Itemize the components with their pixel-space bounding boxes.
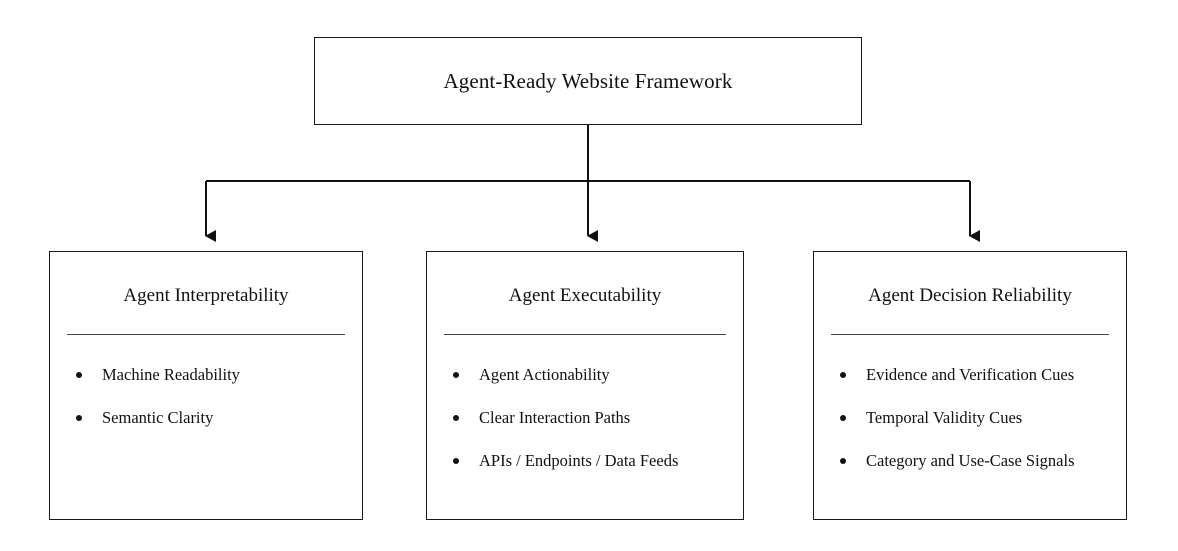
list-item: Category and Use-Case Signals bbox=[838, 451, 1118, 471]
list-item-label: Temporal Validity Cues bbox=[866, 408, 1023, 427]
list-item: Evidence and Verification Cues bbox=[838, 365, 1118, 385]
list-item-label: Semantic Clarity bbox=[102, 408, 214, 427]
bullet-icon bbox=[76, 372, 82, 378]
list-item-label: Evidence and Verification Cues bbox=[866, 365, 1075, 384]
list-item: Clear Interaction Paths bbox=[451, 408, 735, 428]
list-item-label: Clear Interaction Paths bbox=[479, 408, 631, 427]
pillar-card-decision-reliability: Agent Decision Reliability Evidence and … bbox=[813, 251, 1127, 520]
list-item-label: Machine Readability bbox=[102, 365, 240, 384]
pillar-title: Agent Decision Reliability bbox=[868, 285, 1072, 306]
pillar-item-list: Agent Actionability Clear Interaction Pa… bbox=[451, 365, 735, 494]
bullet-icon bbox=[840, 372, 846, 378]
bullet-icon bbox=[840, 458, 846, 464]
bullet-icon bbox=[453, 415, 459, 421]
root-node: Agent-Ready Website Framework bbox=[314, 37, 862, 125]
list-item: Semantic Clarity bbox=[74, 408, 354, 428]
pillar-title: Agent Interpretability bbox=[123, 285, 289, 306]
list-item: Temporal Validity Cues bbox=[838, 408, 1118, 428]
list-item: Agent Actionability bbox=[451, 365, 735, 385]
list-item-label: Agent Actionability bbox=[479, 365, 610, 384]
bullet-icon bbox=[76, 415, 82, 421]
pillar-card-executability: Agent Executability Agent Actionability … bbox=[426, 251, 744, 520]
bullet-icon bbox=[453, 458, 459, 464]
list-item: Machine Readability bbox=[74, 365, 354, 385]
list-item: APIs / Endpoints / Data Feeds bbox=[451, 451, 735, 471]
pillar-title: Agent Executability bbox=[508, 285, 662, 306]
pillar-item-list: Evidence and Verification Cues Temporal … bbox=[838, 365, 1118, 494]
pillar-divider bbox=[831, 334, 1109, 335]
list-item-label: Category and Use-Case Signals bbox=[866, 451, 1075, 470]
list-item-label: APIs / Endpoints / Data Feeds bbox=[479, 451, 679, 470]
pillar-item-list: Machine Readability Semantic Clarity bbox=[74, 365, 354, 451]
bullet-icon bbox=[453, 372, 459, 378]
bullet-icon bbox=[840, 415, 846, 421]
pillar-divider bbox=[444, 334, 726, 335]
pillar-divider bbox=[67, 334, 345, 335]
pillar-card-interpretability: Agent Interpretability Machine Readabili… bbox=[49, 251, 363, 520]
root-title: Agent-Ready Website Framework bbox=[443, 68, 733, 93]
